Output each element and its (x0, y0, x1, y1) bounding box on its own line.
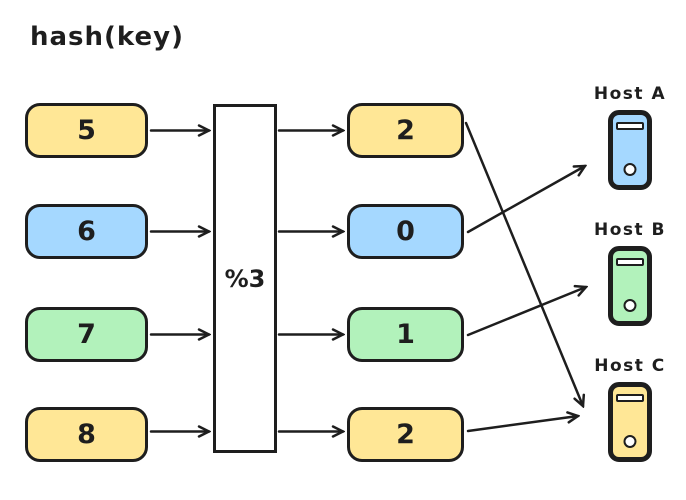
mod-operator-label: %3 (224, 264, 266, 293)
arrow-result0-to-host-a (466, 166, 585, 234)
hash-input-node-6: 6 (25, 204, 148, 259)
mod-result-node-row1: 2 (347, 103, 464, 158)
arrow-result2b-to-host-c (466, 416, 578, 433)
server-icon (608, 110, 652, 190)
host-b-group: Host B (592, 220, 668, 326)
arrow-result2-to-host-c (464, 121, 583, 406)
host-a-label: Host A (593, 84, 667, 104)
mod-operator-box: %3 (213, 104, 277, 453)
server-drive-slot (616, 258, 644, 266)
arrow-result1-to-host-b (466, 287, 586, 337)
host-c-group: Host C (592, 356, 668, 462)
mod-result-node-row4: 2 (347, 407, 464, 462)
server-drive-slot (616, 122, 644, 130)
server-power-led-icon (623, 163, 637, 176)
hash-input-node-5: 5 (25, 103, 148, 158)
diagram-title: hash(key) (30, 22, 184, 52)
server-power-led-icon (623, 435, 637, 448)
server-power-led-icon (623, 299, 637, 312)
server-drive-slot (616, 394, 644, 402)
hash-input-node-8: 8 (25, 407, 148, 462)
host-c-label: Host C (594, 356, 666, 376)
mod-result-node-row3: 1 (347, 307, 464, 362)
server-icon (608, 382, 652, 462)
server-icon (608, 246, 652, 326)
host-a-group: Host A (592, 84, 668, 190)
mod-result-node-row2: 0 (347, 204, 464, 259)
hash-input-node-7: 7 (25, 307, 148, 362)
host-b-label: Host B (593, 220, 667, 240)
